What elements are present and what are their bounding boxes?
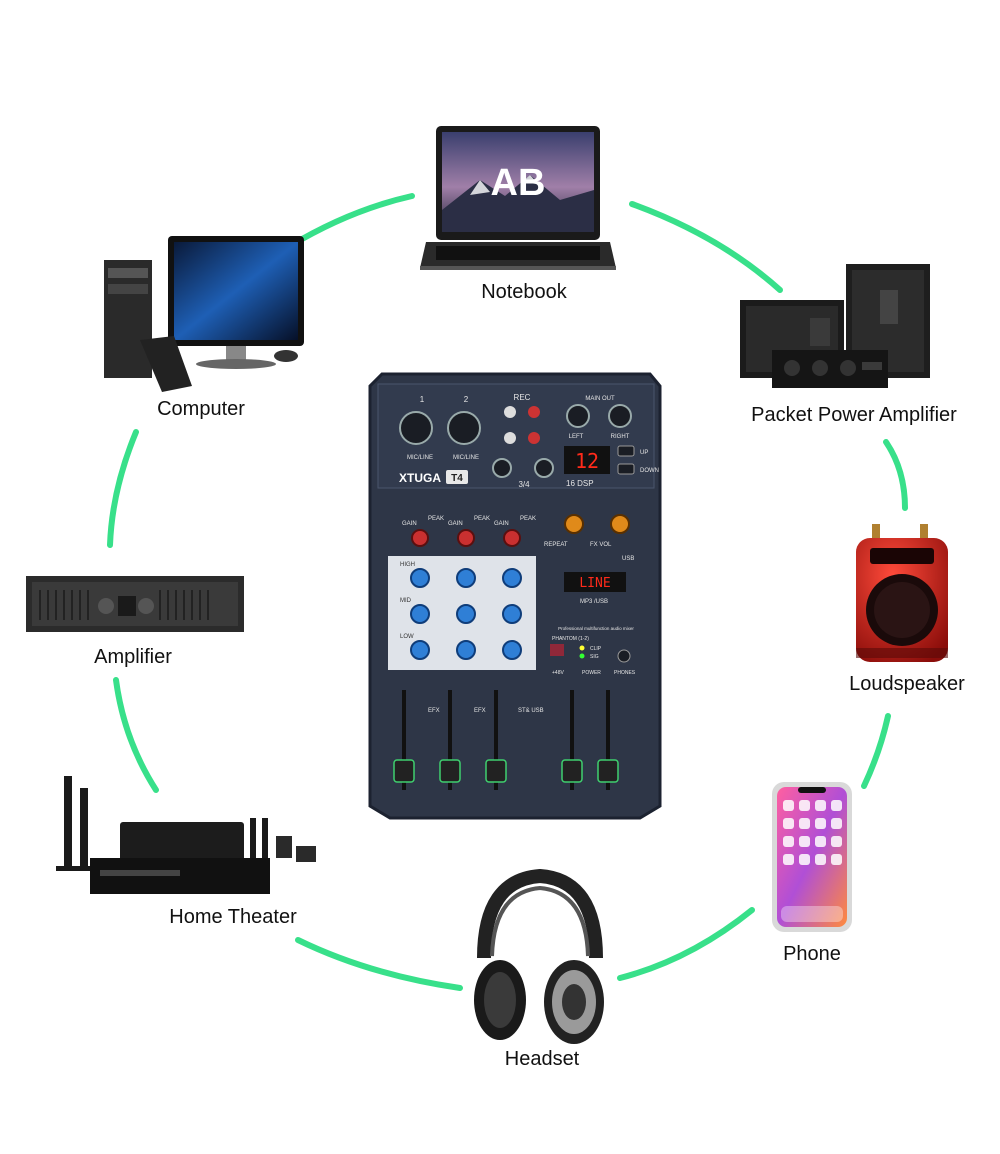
label-phone: Phone: [783, 943, 841, 965]
computer-icon: [104, 236, 304, 392]
mixer-usb-label: USB: [622, 556, 634, 562]
mixer-power-label: POWER: [582, 670, 601, 676]
notebook-screen-logo: AB: [491, 162, 546, 204]
mixer-channel-strips: GAIN GAIN GAIN PEAK PEAK PEAK HIGH MID L…: [388, 516, 544, 714]
mixer-gain-2: GAIN: [448, 521, 463, 527]
mixer-high-label: HIGH: [400, 562, 415, 568]
mixer-down-label: DOWN: [640, 468, 659, 474]
mixer-right-label: RIGHT: [611, 434, 630, 440]
mixer-mid-label: MID: [400, 598, 412, 604]
amplifier-icon: [26, 576, 244, 632]
ring-arc-hometheater-amplifier: [113, 677, 159, 793]
label-headset: Headset: [504, 1048, 580, 1070]
connection-ring: [107, 193, 908, 991]
mixer-left-label: LEFT: [569, 434, 584, 440]
mixer-phantom-label: PHANTOM (1-2): [552, 636, 589, 642]
label-amplifier: Amplifier: [94, 646, 172, 668]
mixer-mp3-usb-label: MP3 /USB: [580, 599, 608, 605]
mixer-faders: [393, 690, 619, 790]
mixer-ch2-label: 2: [464, 395, 469, 404]
ring-arc-computer-notebook: [287, 193, 415, 249]
phone-icon: [772, 782, 852, 932]
ring-arc-amplifier-loudspeaker: [883, 439, 908, 511]
mixer-repeat-label: REPEAT: [544, 542, 568, 548]
mixer-main-out-label: MAIN OUT: [585, 396, 615, 402]
label-packet-power-amplifier: Packet Power Amplifier: [751, 404, 957, 426]
mixer-line-display: LINE: [579, 576, 610, 591]
label-notebook: Notebook: [481, 281, 567, 303]
mixer-gain-3: GAIN: [494, 521, 509, 527]
mixer-st-usb: ST& USB: [518, 708, 544, 714]
mixer-brand: XTUGA: [399, 471, 441, 485]
ring-arc-amplifier-computer: [107, 429, 139, 548]
mixer-gain-1: GAIN: [402, 521, 417, 527]
mixer-effect-display: 12: [575, 449, 599, 473]
mixer-ch34-label: 3/4: [518, 480, 530, 489]
mixer-up-label: UP: [640, 450, 648, 456]
mixer-mic-line-1: MIC/LINE: [407, 455, 433, 461]
mixer-ch1-label: 1: [420, 395, 425, 404]
mixer-model: T4: [451, 473, 463, 484]
mixer-pro-text: Professional multifunction audio mixer: [558, 626, 634, 631]
mixer-peak-2: PEAK: [474, 516, 490, 522]
mixer-mic-line-2: MIC/LINE: [453, 455, 479, 461]
mixer-master-section: REPEAT FX VOL USB LINE MP3 /USB Professi…: [544, 514, 636, 676]
mixer-dsp-label: 16 DSP: [566, 479, 594, 488]
label-computer: Computer: [157, 398, 245, 420]
headset-icon: [474, 868, 604, 1044]
mixer-efx-1: EFX: [428, 708, 440, 714]
mixer-efx-2: EFX: [474, 708, 486, 714]
mixer-phones-label: PHONES: [614, 670, 636, 676]
home-theater-icon: [56, 776, 316, 894]
ring-arc-notebook-amplifier: [629, 201, 783, 293]
mixer-fx-vol-label: FX VOL: [590, 542, 612, 548]
loudspeaker-icon: [856, 524, 948, 662]
mixer-rec-label: REC: [514, 393, 531, 402]
mixer-48v-label: +48V: [552, 670, 564, 676]
mixer-low-label: LOW: [400, 634, 414, 640]
mixer-clip-label: CLIP: [590, 646, 602, 652]
ring-arc-headset-hometheater: [295, 937, 463, 991]
mixer-peak-1: PEAK: [428, 516, 444, 522]
packet-power-amplifier-icon: [740, 264, 930, 388]
notebook-icon: AB: [420, 126, 616, 270]
label-loudspeaker: Loudspeaker: [849, 673, 965, 695]
ring-arc-loudspeaker-phone: [861, 713, 891, 789]
label-home-theater: Home Theater: [169, 906, 297, 928]
mixer-peak-3: PEAK: [520, 516, 536, 522]
ring-arc-phone-headset: [617, 907, 755, 981]
mixer-sig-label: SIG: [590, 654, 599, 660]
audio-mixer: 1 2 MIC/LINE MIC/LINE XTUGA T4 REC 3/4 M…: [368, 372, 662, 820]
